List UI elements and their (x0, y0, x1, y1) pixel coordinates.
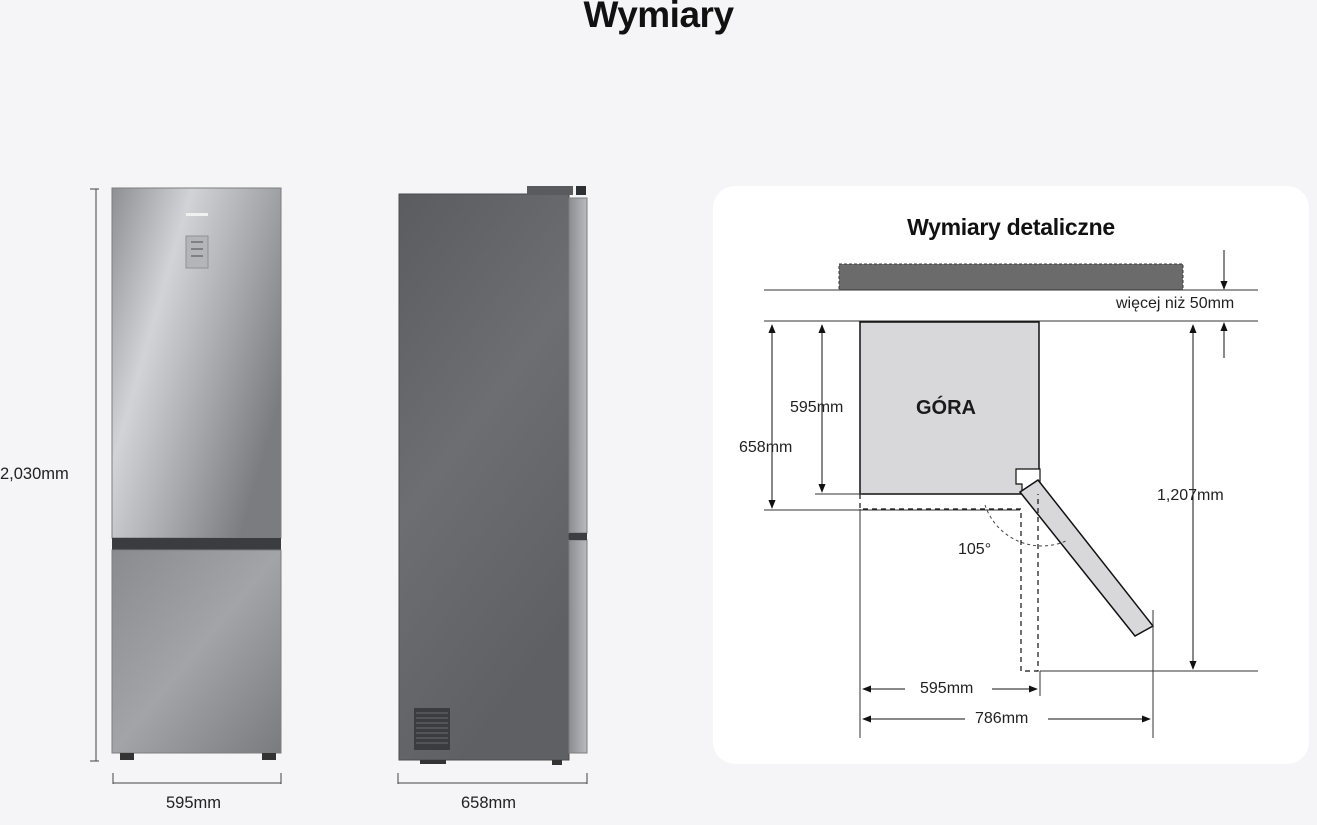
fridge-feet-right (262, 753, 276, 760)
front-width-label: 595mm (166, 794, 222, 812)
width-label: 595mm (920, 680, 974, 697)
open-width-label: 786mm (975, 710, 1029, 727)
display-panel (185, 235, 209, 269)
top-label: GÓRA (916, 397, 976, 419)
wall-block (838, 263, 1184, 291)
depth-body-label: 595mm (790, 399, 844, 416)
fridge-lower-door (111, 549, 282, 754)
fridge-feet (120, 753, 134, 760)
fridge-divider (112, 538, 281, 550)
closed-door-outline (859, 494, 1039, 672)
page-title: Wymiary (583, 0, 734, 35)
detail-panel-title: Wymiary detaliczne (907, 214, 1115, 240)
front-height-label: 2,030mm (0, 465, 69, 483)
side-depth-label: 658mm (461, 794, 517, 812)
open-depth-label: 1,207mm (1157, 487, 1224, 504)
fridge-top-box (859, 321, 1040, 495)
door-angle-label: 105° (958, 541, 992, 558)
open-door (1018, 478, 1155, 637)
depth-total-label: 658mm (739, 439, 793, 456)
side-view-body (398, 193, 570, 761)
brand-logo (186, 213, 208, 216)
side-view-top-hinge (527, 186, 573, 195)
clearance-label: więcej niż 50mm (1116, 295, 1235, 312)
